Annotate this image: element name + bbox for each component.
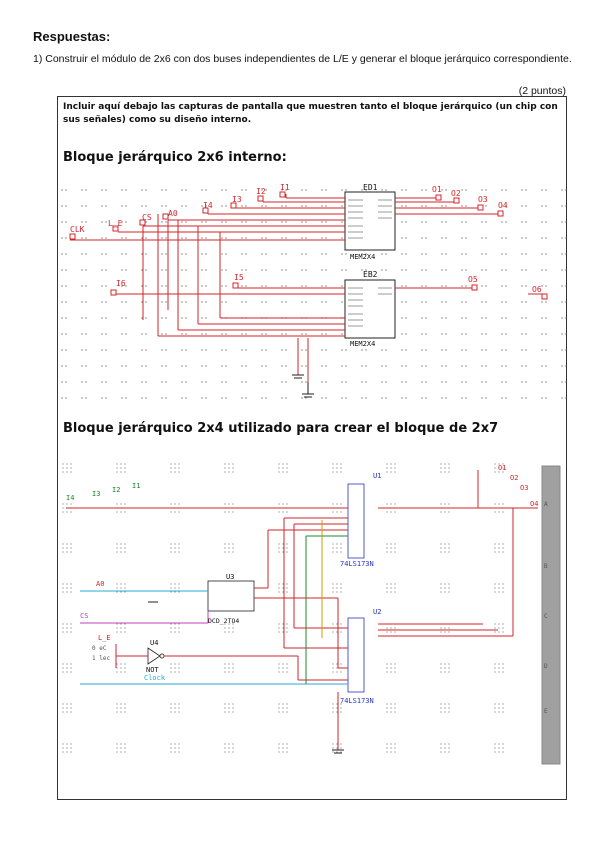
label-i1: I1 xyxy=(280,183,290,192)
block-eb2-name: EB2 xyxy=(363,270,378,279)
chip-u1-name: U1 xyxy=(373,472,381,480)
label-o2: O2 xyxy=(451,189,461,198)
label-i2: I2 xyxy=(256,187,266,196)
chip-u2-part: 74LS173N xyxy=(340,697,374,705)
svg-text:B: B xyxy=(544,563,548,570)
label-i5: I5 xyxy=(234,273,244,282)
label-o3: O3 xyxy=(478,195,488,204)
label-le: L_E xyxy=(108,219,123,228)
label-o1: O1 xyxy=(432,185,442,194)
label-o4: O4 xyxy=(530,500,538,508)
label-i2: I2 xyxy=(112,486,120,494)
chip-u1-part: 74LS173N xyxy=(340,560,374,568)
label-oe: 0 eC xyxy=(92,645,107,652)
label-a0: A0 xyxy=(96,580,104,588)
label-i3: I3 xyxy=(92,490,100,498)
points-label: (2 puntos) xyxy=(518,85,566,97)
label-o6: O6 xyxy=(532,285,542,294)
svg-text:E: E xyxy=(544,708,548,715)
label-i4: I4 xyxy=(203,201,213,210)
schematic-2x4-block: A B C D E U1 74LS173N U2 74LS173N U3 DCD_2TO… xyxy=(58,458,561,770)
schematic-2x6-internal: ED1 MEM2X4 EB2 MEM2X4 xyxy=(58,180,566,402)
label-a0: A0 xyxy=(168,209,178,218)
chip-u3-part: DCD_2TO4 xyxy=(208,617,239,625)
svg-text:C: C xyxy=(544,613,548,620)
label-o1: O1 xyxy=(498,464,506,472)
label-le: L_E xyxy=(98,634,111,642)
chip-u4-name: U4 xyxy=(150,639,158,647)
page-title: Respuestas: xyxy=(33,29,111,44)
label-o5: O5 xyxy=(468,275,478,284)
block-eb2-type: MEM2X4 xyxy=(350,340,375,348)
svg-text:A: A xyxy=(544,501,548,508)
label-clk: CLK xyxy=(70,225,85,234)
section-heading-internal: Bloque jerárquico 2x6 interno: xyxy=(63,150,287,165)
label-i3: I3 xyxy=(232,195,242,204)
label-lec: 1 lec xyxy=(92,655,110,662)
label-clock: Clock xyxy=(144,674,166,682)
label-cs: CS xyxy=(80,612,88,620)
block-ed1-type: MEM2X4 xyxy=(350,253,375,261)
label-i6: I6 xyxy=(116,279,126,288)
label-i4: I4 xyxy=(66,494,74,502)
label-cs: CS xyxy=(142,213,152,222)
answer-instructions: Incluir aquí debajo las capturas de pant… xyxy=(63,102,558,125)
svg-text:D: D xyxy=(544,663,548,670)
label-o3: O3 xyxy=(520,484,528,492)
section-heading-2x4: Bloque jerárquico 2x4 utilizado para cre… xyxy=(63,421,499,436)
label-o4: O4 xyxy=(498,201,508,210)
answer-box xyxy=(57,96,567,800)
chip-u3-name: U3 xyxy=(226,573,234,581)
block-ed1-name: ED1 xyxy=(363,183,378,192)
label-o2: O2 xyxy=(510,474,518,482)
chip-u2-name: U2 xyxy=(373,608,381,616)
question-text: 1) Construir el módulo de 2x6 con dos bu… xyxy=(33,53,572,65)
chip-u4-part: NOT xyxy=(146,666,159,674)
label-i1: I1 xyxy=(132,482,140,490)
